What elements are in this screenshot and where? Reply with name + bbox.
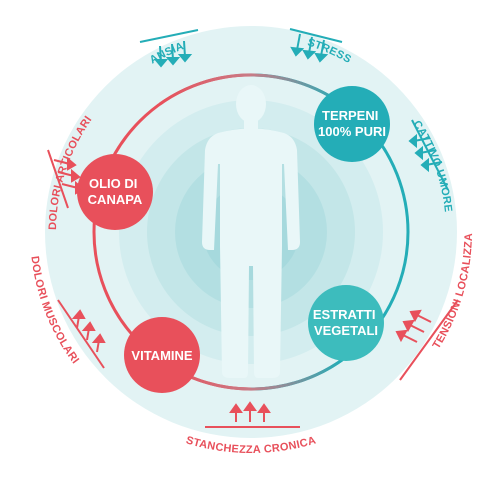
inward-arrows-icon <box>139 29 199 68</box>
inward-arrows-icon <box>408 119 449 191</box>
benefit-node-olio: OLIO DI CANAPA <box>77 154 153 230</box>
benefit-label-line: 100% PURI <box>318 124 386 139</box>
inward-arrows-icon <box>289 28 343 63</box>
benefit-node-terpeni: TERPENI 100% PURI <box>314 86 390 162</box>
benefit-node-vitamine: VITAMINE <box>124 317 200 393</box>
inward-arrows-icon <box>205 401 300 428</box>
inward-arrows-icon <box>57 299 106 369</box>
benefit-label-line: VEGETALI <box>314 323 378 338</box>
benefit-label-line: CANAPA <box>88 192 143 207</box>
svg-text:VITAMINE: VITAMINE <box>131 348 192 363</box>
benefit-label-line: OLIO DI <box>89 176 137 191</box>
benefit-label-line: ESTRATTI <box>313 307 376 322</box>
benefit-label-line: TERPENI <box>322 108 378 123</box>
inward-arrows-icon <box>47 149 85 209</box>
svg-text:ESTRATTI VEGETALI: ESTRATTI VEGETALI <box>313 307 379 338</box>
human-figure-icon <box>202 85 300 378</box>
benefit-label-line: VITAMINE <box>131 348 192 363</box>
inward-arrows-icon <box>395 299 459 381</box>
svg-text:TERPENI 100% PURI: TERPENI 100% PURI <box>318 108 386 139</box>
svg-text:OLIO DI CANAPA: OLIO DI CANAPA <box>88 176 143 207</box>
benefit-node-estratti: ESTRATTI VEGETALI <box>308 285 384 361</box>
